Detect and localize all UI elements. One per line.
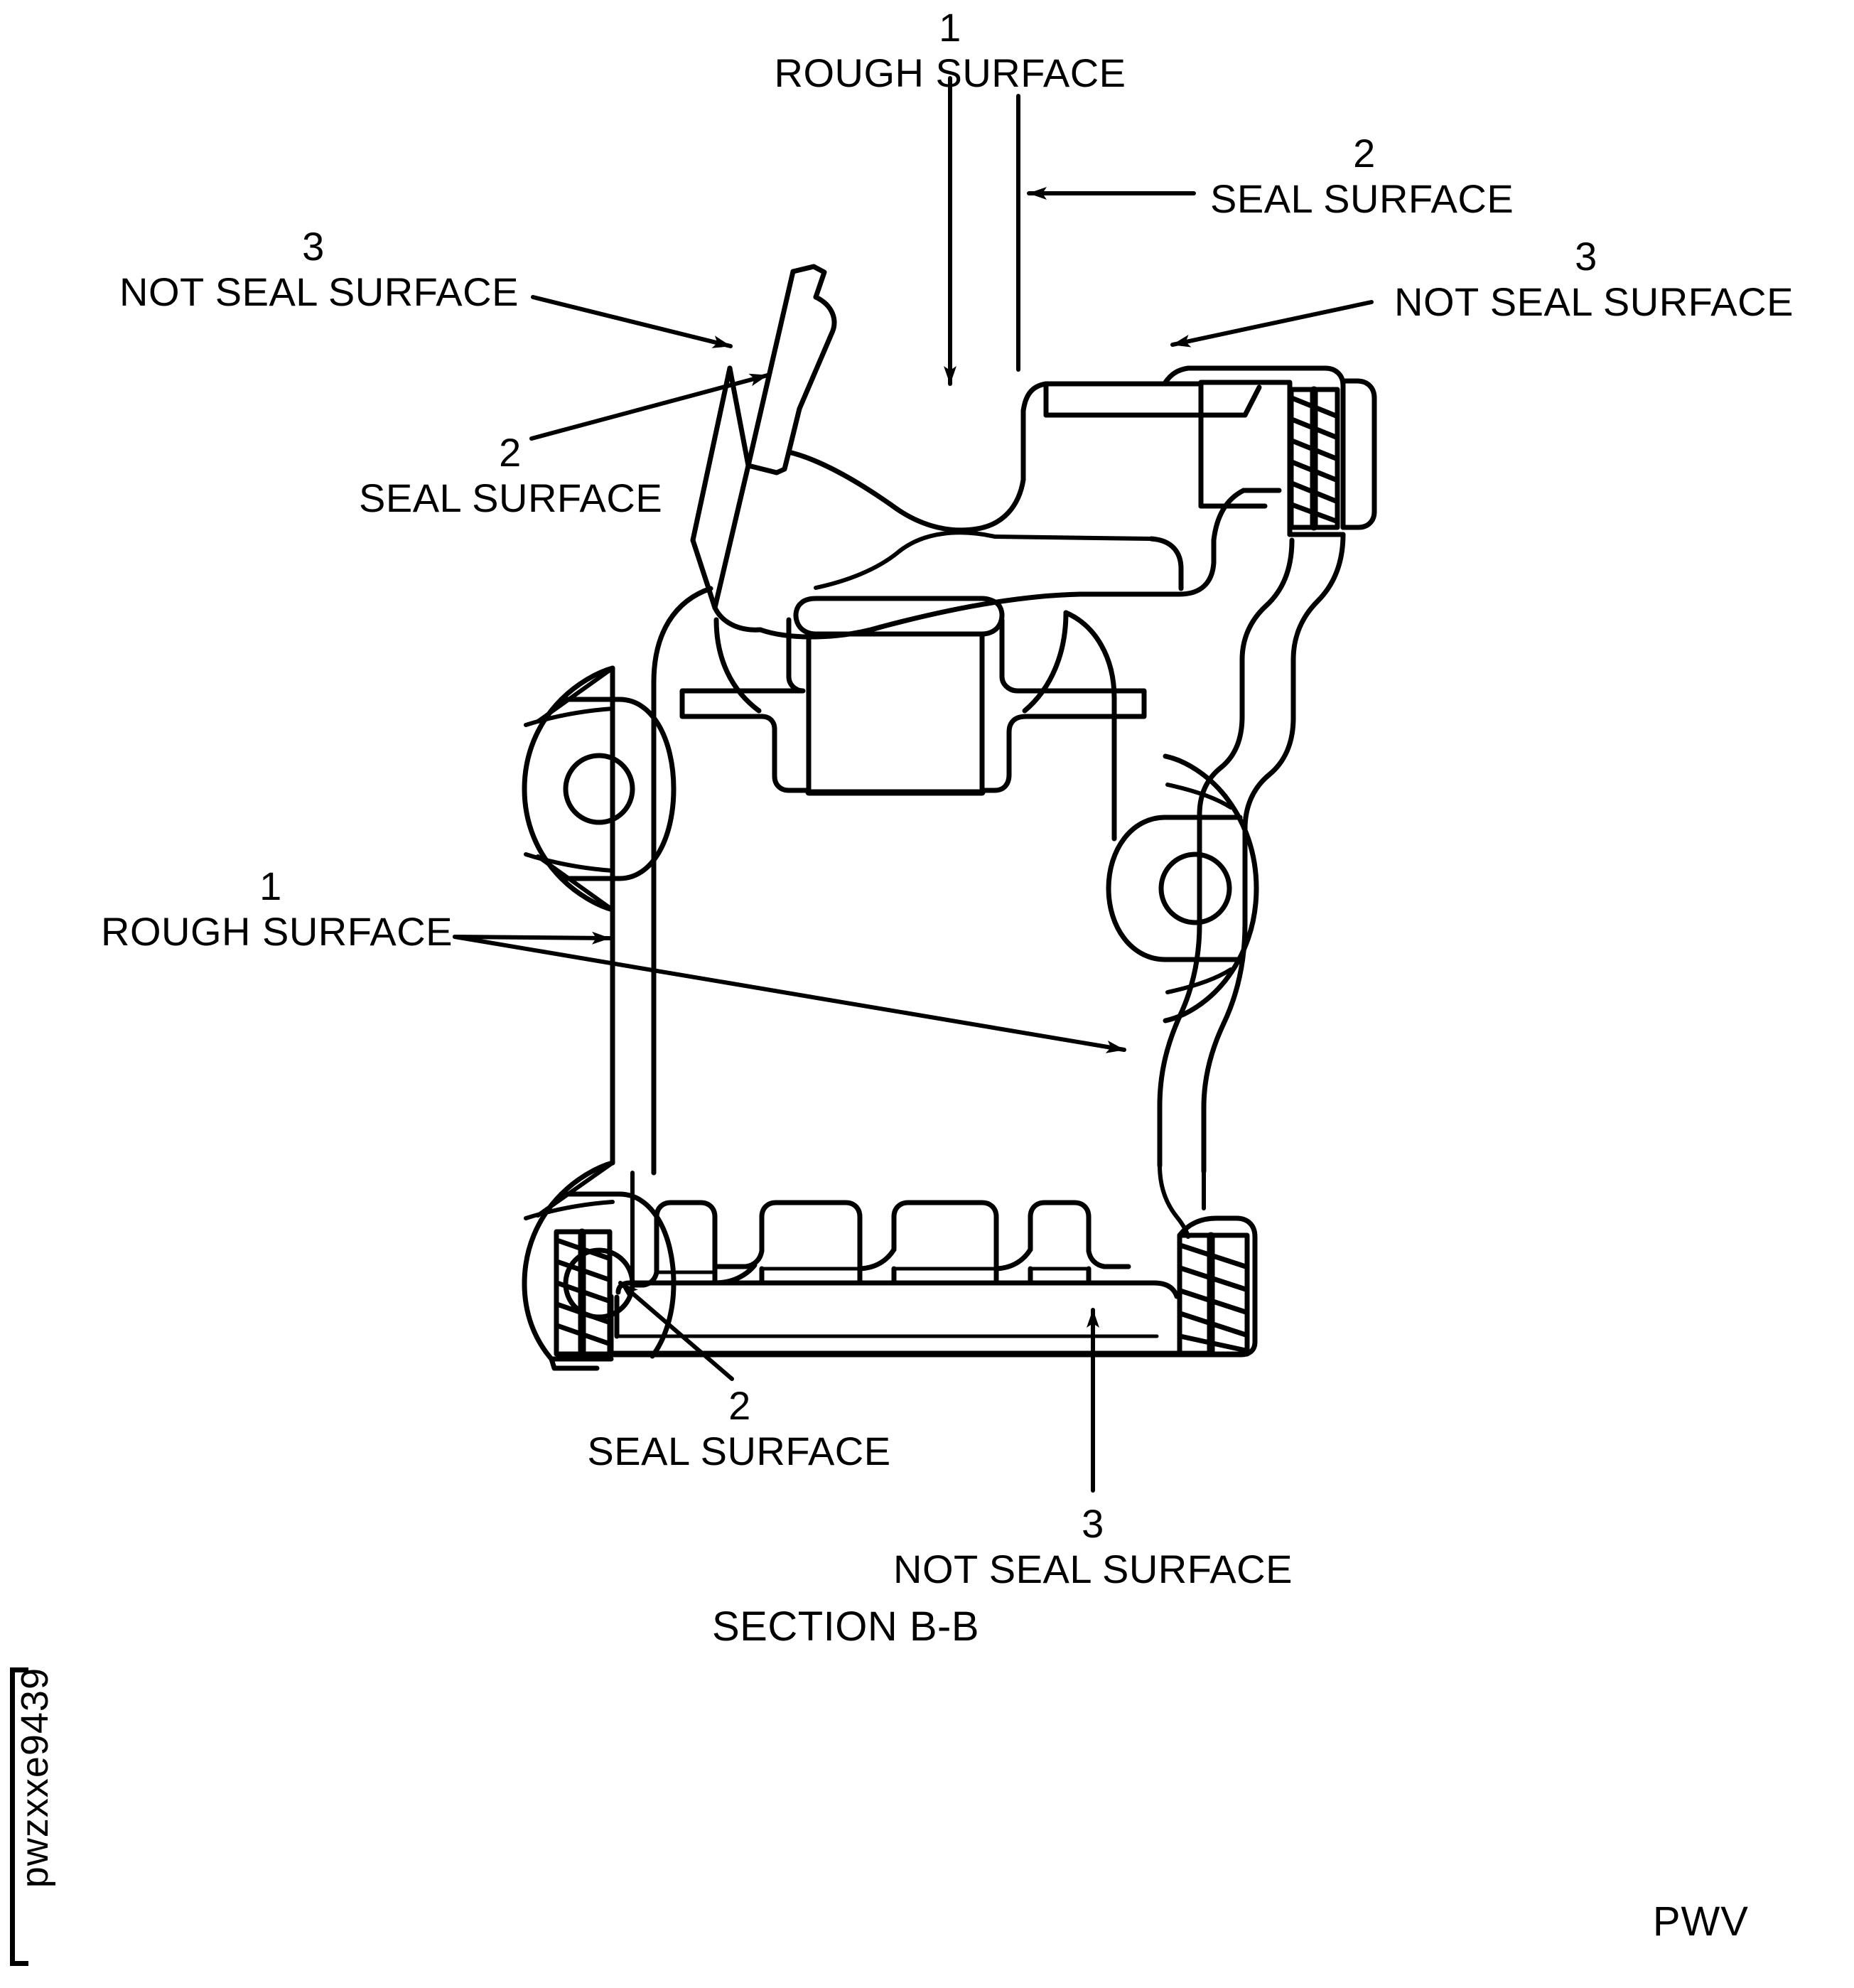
interior-arches (651, 586, 1117, 842)
callout-number-bottom-not-seal-surface: 3 (1082, 1501, 1104, 1546)
callout-number-top-rough-surface: 1 (939, 5, 961, 50)
leader-left-not-seal-surface (531, 295, 733, 348)
threaded-plug-top-right (1288, 386, 1340, 531)
bottom-flange-plate (608, 1280, 1212, 1358)
central-port-boss (679, 596, 1147, 796)
right-outer-wall (1157, 532, 1346, 1174)
plug-boss-top-right (1287, 378, 1377, 537)
upper-body-shell (758, 488, 1282, 640)
threaded-plug-bottom-right (1177, 1215, 1258, 1358)
section-title: SECTION B-B (711, 1603, 980, 1650)
figure-id-vertical: pwzxxe9439 (13, 1667, 56, 1966)
threaded-plug-bottom-left (549, 1228, 614, 1362)
callout-label-right-not-seal-surface: NOT SEAL SURFACE (1394, 279, 1794, 324)
callout-number-mid-rough-surface: 1 (259, 864, 282, 908)
callout-label-mid-rough-surface: ROUGH SURFACE (101, 909, 453, 954)
figure-id-bracket (10, 1667, 28, 1966)
right-wall-to-plug (1158, 1164, 1206, 1239)
figure-id-text: pwzxxe9439 (14, 1667, 56, 1888)
right-middle-mounting-lug (1106, 753, 1259, 1023)
callout-number-right-not-seal-surface: 3 (1575, 234, 1597, 279)
left-lug-ribs (536, 666, 615, 912)
callout-number-bottom-seal-surface: 2 (728, 1383, 751, 1428)
angled-inlet-tube (690, 264, 837, 633)
callout-number-top-seal-surface: 2 (1353, 131, 1376, 176)
saddle-surface (786, 381, 1204, 533)
leader-mid-rough-surface (453, 931, 1126, 1053)
callout-label-left-seal-surface: SEAL SURFACE (359, 475, 663, 520)
callout-number-left-not-seal-surface: 3 (302, 224, 325, 269)
callout-label-top-rough-surface: ROUGH SURFACE (774, 50, 1126, 95)
internal-rib-upper (814, 530, 1153, 590)
corner-code: PWV (1652, 1898, 1749, 1945)
leader-bottom-seal-surface (618, 1281, 734, 1381)
left-outer-wall (610, 665, 657, 1166)
bottom-rib-row (630, 1200, 1131, 1288)
callout-number-left-seal-surface: 2 (499, 430, 522, 475)
leader-top-seal-surface (1016, 94, 1196, 372)
leader-right-not-seal-surface (1170, 300, 1374, 348)
callout-label-bottom-not-seal-surface: NOT SEAL SURFACE (893, 1547, 1293, 1591)
callout-label-left-not-seal-surface: NOT SEAL SURFACE (119, 269, 519, 314)
callout-label-bottom-seal-surface: SEAL SURFACE (587, 1429, 891, 1473)
callout-label-top-seal-surface: SEAL SURFACE (1210, 176, 1514, 221)
